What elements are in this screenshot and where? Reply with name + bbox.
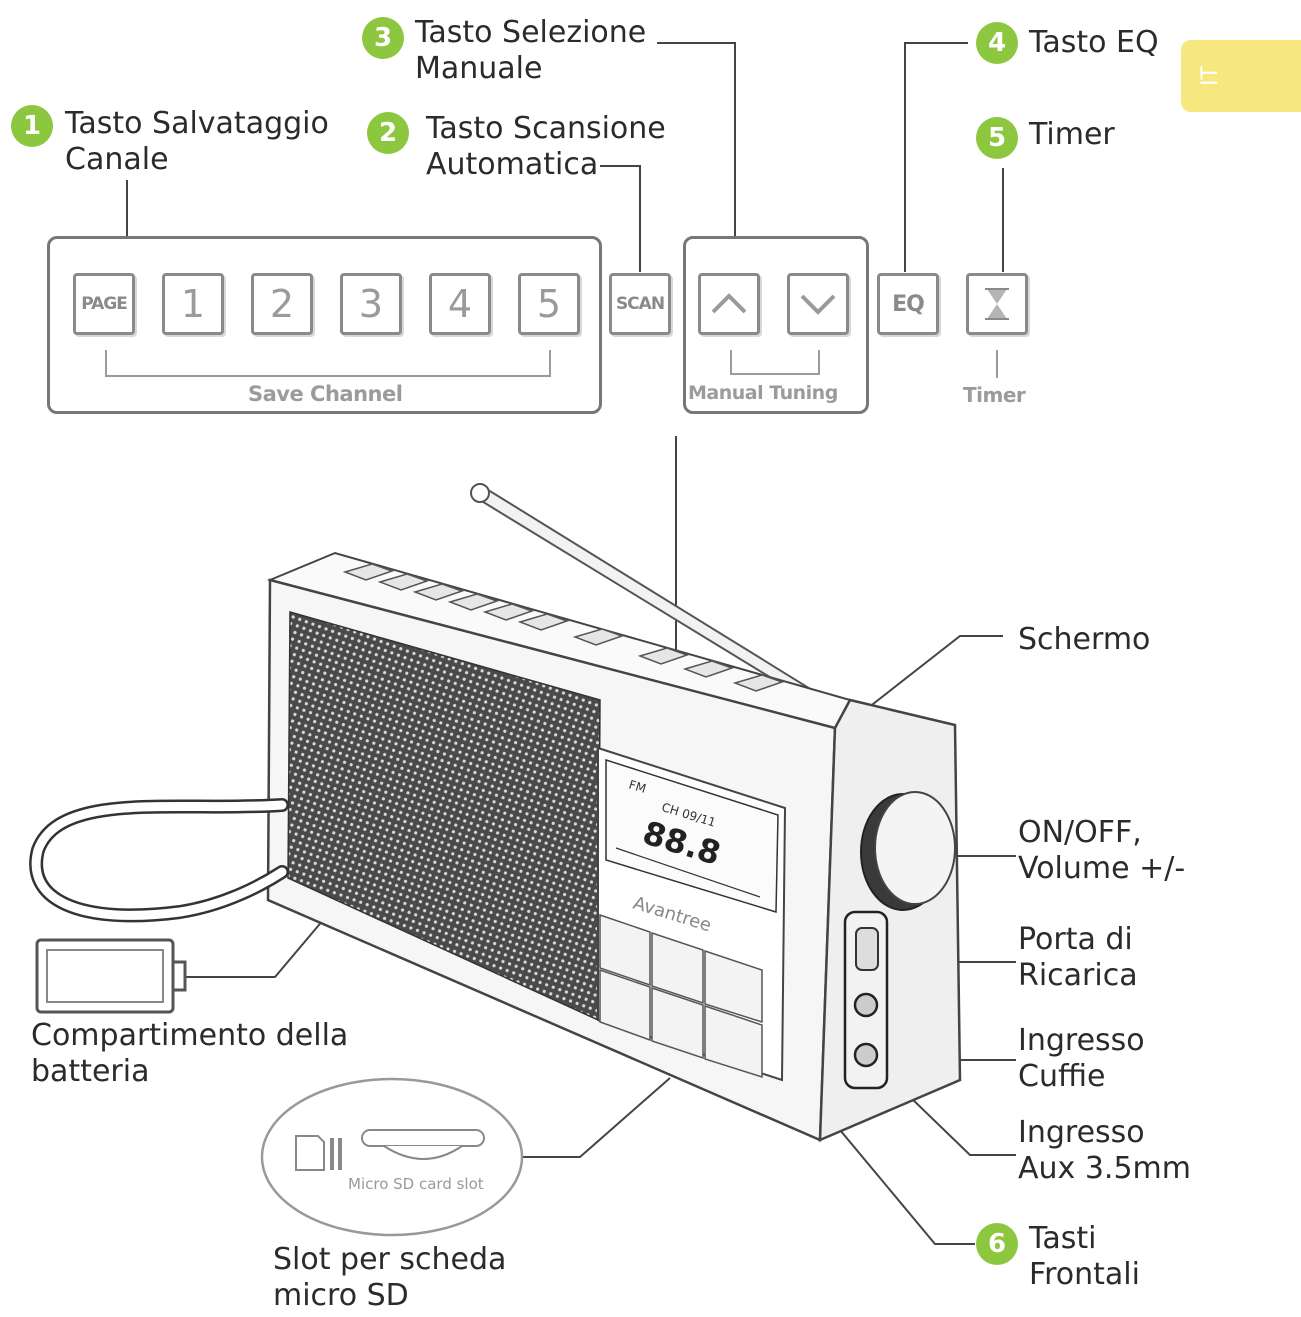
tune-up-key	[698, 273, 760, 335]
channel-key-4: 4	[429, 273, 491, 335]
save-channel-caption: Save Channel	[248, 382, 403, 406]
callout-2-badge: 2	[367, 112, 409, 154]
page-key: PAGE	[73, 273, 135, 335]
callout-5-label: Timer	[1029, 117, 1115, 152]
sd-caption: Micro SD card slot	[348, 1175, 484, 1193]
channel-key-1: 1	[162, 273, 224, 335]
onoff-label-line1: ON/OFF,	[1018, 815, 1142, 850]
channel-key-5: 5	[518, 273, 580, 335]
eq-key: EQ	[877, 273, 939, 335]
chevron-down-icon	[800, 294, 836, 315]
lcd-band: FM	[627, 777, 648, 795]
front-keys	[599, 913, 763, 1079]
save-channel-bracket	[105, 350, 551, 377]
line-callout-3	[657, 42, 736, 236]
callout-6-label-line2: Frontali	[1029, 1257, 1140, 1292]
tune-down-key	[787, 273, 849, 335]
line-tasti	[839, 1129, 975, 1245]
chevron-up-icon	[711, 293, 747, 314]
callout-1-badge: 1	[11, 105, 53, 147]
volume-knob	[860, 791, 956, 911]
callout-1-label-line2: Canale	[65, 142, 169, 177]
hourglass-icon	[985, 288, 1009, 320]
aux-label-line1: Ingresso	[1018, 1115, 1145, 1150]
cuffie-label-line1: Ingresso	[1018, 1023, 1145, 1058]
sd-slot-illustration	[260, 1077, 524, 1237]
language-tab	[1181, 40, 1301, 112]
sd-label-line1: Slot per scheda	[273, 1242, 507, 1277]
radio-brand: Avantree	[631, 893, 714, 937]
radio-top-buttons	[342, 563, 785, 692]
onoff-label-line2: Volume +/-	[1018, 851, 1186, 886]
timer-caption: Timer	[963, 383, 1026, 407]
callout-3-label-line2: Manuale	[415, 51, 543, 86]
lcd-screen	[605, 758, 779, 914]
callout-1-label-line1: Tasto Salvataggio	[65, 106, 329, 141]
battery-icon	[35, 938, 187, 1014]
callout-2-label-line2: Automatica	[426, 147, 599, 182]
language-tab-label: IT	[1198, 65, 1223, 85]
callout-2-label-line1: Tasto Scansione	[426, 111, 666, 146]
timer-key	[966, 273, 1028, 335]
cuffie-label-line2: Cuffie	[1018, 1059, 1106, 1094]
callout-4-label: Tasto EQ	[1029, 25, 1159, 60]
manual-tuning-caption: Manual Tuning	[688, 382, 838, 404]
line-callout-4	[904, 42, 968, 272]
line-callout-2	[600, 165, 641, 272]
porta-label-line2: Ricarica	[1018, 958, 1138, 993]
porta-label-line1: Porta di	[1018, 922, 1133, 957]
line-batteria	[185, 899, 341, 978]
channel-key-2: 2	[251, 273, 313, 335]
callout-6-label-line1: Tasti	[1029, 1221, 1097, 1256]
callout-4-badge: 4	[976, 22, 1018, 64]
sd-label-line2: micro SD	[273, 1278, 409, 1313]
save-channel-panel	[47, 236, 602, 414]
callout-5-badge: 5	[976, 117, 1018, 159]
ports-panel	[843, 910, 889, 1090]
lcd-scale	[615, 847, 761, 898]
callout-3-badge: 3	[362, 17, 404, 59]
batteria-label-line2: batteria	[31, 1054, 150, 1089]
schermo-label: Schermo	[1018, 622, 1151, 657]
channel-key-3: 3	[340, 273, 402, 335]
aux-label-line2: Aux 3.5mm	[1018, 1151, 1191, 1186]
line-sd	[522, 1077, 671, 1158]
batteria-label-line1: Compartimento della	[31, 1018, 349, 1053]
scan-key: SCAN	[609, 273, 671, 335]
callout-3-label-line1: Tasto Selezione	[415, 15, 647, 50]
language-tab-glyph: IT	[1198, 65, 1223, 85]
manual-tuning-bracket	[730, 350, 820, 375]
callout-6-badge: 6	[976, 1223, 1018, 1265]
